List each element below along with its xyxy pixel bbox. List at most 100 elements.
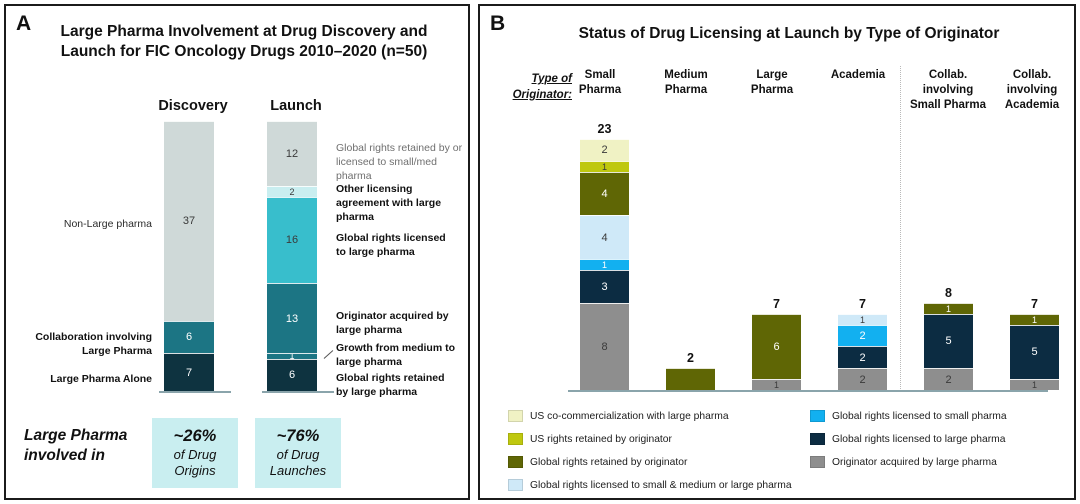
column-header-line: Small (584, 69, 616, 81)
bar-3-total: 7 (859, 296, 866, 311)
column-header-line: Medium (664, 69, 708, 81)
summary-pct-origins: ~26% (173, 427, 217, 446)
bar-0-segment-6: 8 (580, 302, 629, 390)
legend-label: Global rights licensed to small & medium… (530, 479, 792, 491)
bar-medium-pharma: 2 (666, 139, 715, 390)
column-header-line: Large (756, 69, 788, 81)
label-collaboration-involving-large-pharma: Collaboration involving Large Pharma (35, 331, 152, 357)
bar-launch-segment-4: 1 (267, 353, 317, 359)
bar-3-segment-3: 2 (838, 368, 887, 390)
legend-item-4: Global rights licensed to small pharma (810, 410, 1007, 422)
legend-label: US rights retained by originator (530, 433, 672, 445)
bar-launch-segment-0: 12 (267, 121, 317, 186)
legend-swatch-icon (810, 456, 825, 468)
bar-2-total: 7 (773, 296, 780, 311)
bar-0-segment-3: 4 (580, 215, 629, 260)
label-large-pharma-alone: Large Pharma Alone (50, 373, 152, 385)
legend-label: Global rights licensed to large pharma (832, 433, 1006, 445)
column-header-line: Collab. (928, 69, 968, 81)
panel-a-letter: A (16, 12, 32, 35)
panel-b-baseline (568, 390, 1048, 392)
column-header-line: Academia (1004, 98, 1060, 111)
column-header-launch: Launch (270, 98, 322, 114)
bar-2-segment-0: 6 (752, 313, 801, 380)
summary-sub1-launches: of Drug (276, 447, 320, 463)
summary-box-launches: ~76% of Drug Launches (255, 418, 341, 488)
column-header-discovery: Discovery (158, 98, 228, 114)
baseline-launch (262, 391, 334, 393)
bar-1-segment-0 (666, 368, 715, 390)
panel-b-title: Status of Drug Licensing at Launch by Ty… (578, 25, 1000, 42)
legend-label: Global rights licensed to small pharma (832, 410, 1007, 422)
type-of-originator-line2: Originator: (512, 88, 572, 101)
bar-4-segment-2: 2 (924, 368, 973, 390)
legend-item-3: Global rights licensed to small & medium… (508, 479, 792, 491)
bar-4-segment-0: 1 (924, 302, 973, 314)
legend-swatch-icon (508, 456, 523, 468)
bar-0-segment-1: 1 (580, 160, 629, 172)
bar-launch-segment-2: 16 (267, 196, 317, 283)
bar-3-segment-0: 1 (838, 313, 887, 325)
bar-0-segment-4: 1 (580, 259, 629, 270)
summary-box-origins: ~26% of Drug Origins (152, 418, 238, 488)
legend-item-0: US co-commercialization with large pharm… (508, 410, 729, 422)
summary-pct-launches: ~76% (276, 427, 320, 446)
bar-5-segment-0: 1 (1010, 313, 1059, 325)
bar-launch-segment-5: 6 (267, 358, 317, 391)
summary-sub2-launches: Launches (269, 463, 327, 479)
legend-item-2: Global rights retained by originator (508, 456, 687, 468)
legend-item-1: US rights retained by originator (508, 433, 672, 445)
baseline-discovery (159, 391, 231, 393)
legend-label: US co-commercialization with large pharm… (530, 410, 729, 422)
column-header-line: involving (1006, 83, 1058, 96)
label-other-licensing-agreement: Other licensing agreement with large pha… (336, 183, 442, 223)
bar-discovery-segment-1: 6 (164, 320, 214, 354)
legend-swatch-icon (810, 433, 825, 445)
summary-sub1-origins: of Drug (173, 447, 217, 463)
column-header-academia: Academia (820, 68, 896, 83)
label-global-rights-licensed-large: Global rights licensed to large pharma (336, 232, 446, 258)
legend-swatch-icon (508, 433, 523, 445)
type-of-originator-label: Type of Originator: (490, 72, 572, 103)
bar-launch-segment-1: 2 (267, 185, 317, 197)
bar-4-segment-1: 5 (924, 313, 973, 369)
bar-5-segment-2: 1 (1010, 379, 1059, 390)
legend-label: Global rights retained by originator (530, 456, 688, 468)
bar-0-segment-0: 2 (580, 139, 629, 161)
bar-5-total: 7 (1031, 296, 1038, 311)
legend-swatch-icon (508, 410, 523, 422)
bar-0-segment-5: 3 (580, 269, 629, 303)
legend-item-5: Global rights licensed to large pharma (810, 433, 1005, 445)
column-header-line: Academia (830, 69, 886, 81)
panel-b-letter: B (490, 12, 506, 35)
label-originator-acquired: Originator acquired by large pharma (336, 310, 449, 336)
legend-label: Originator acquired by large pharma (832, 456, 997, 468)
label-non-large-pharma: Non-Large pharma (63, 218, 152, 230)
summary-lead-text: Large Pharma involved in (24, 427, 128, 465)
bar-discovery-segment-0: 37 (164, 121, 214, 321)
bar-3-segment-1: 2 (838, 324, 887, 347)
bar-0-segment-2: 4 (580, 171, 629, 216)
bar-5-segment-1: 5 (1010, 324, 1059, 380)
panel-a: A Large Pharma Involvement at Drug Disco… (4, 4, 470, 500)
section-divider (900, 66, 901, 391)
legend-item-6: Originator acquired by large pharma (810, 456, 997, 468)
summary-sub2-origins: Origins (174, 463, 216, 479)
column-header-line: Collab. (1012, 69, 1052, 81)
panel-b: B Status of Drug Licensing at Launch by … (478, 4, 1076, 500)
column-header-line: involving (922, 83, 974, 96)
bar-3-segment-2: 2 (838, 346, 887, 369)
column-header-line: Pharma (664, 83, 708, 96)
label-growth-from-medium: Growth from medium to large pharma (336, 342, 455, 368)
bar-0-total: 23 (597, 122, 612, 136)
column-header-line: Pharma (750, 83, 794, 96)
bar-2-segment-1: 1 (752, 379, 801, 390)
legend-swatch-icon (508, 479, 523, 491)
